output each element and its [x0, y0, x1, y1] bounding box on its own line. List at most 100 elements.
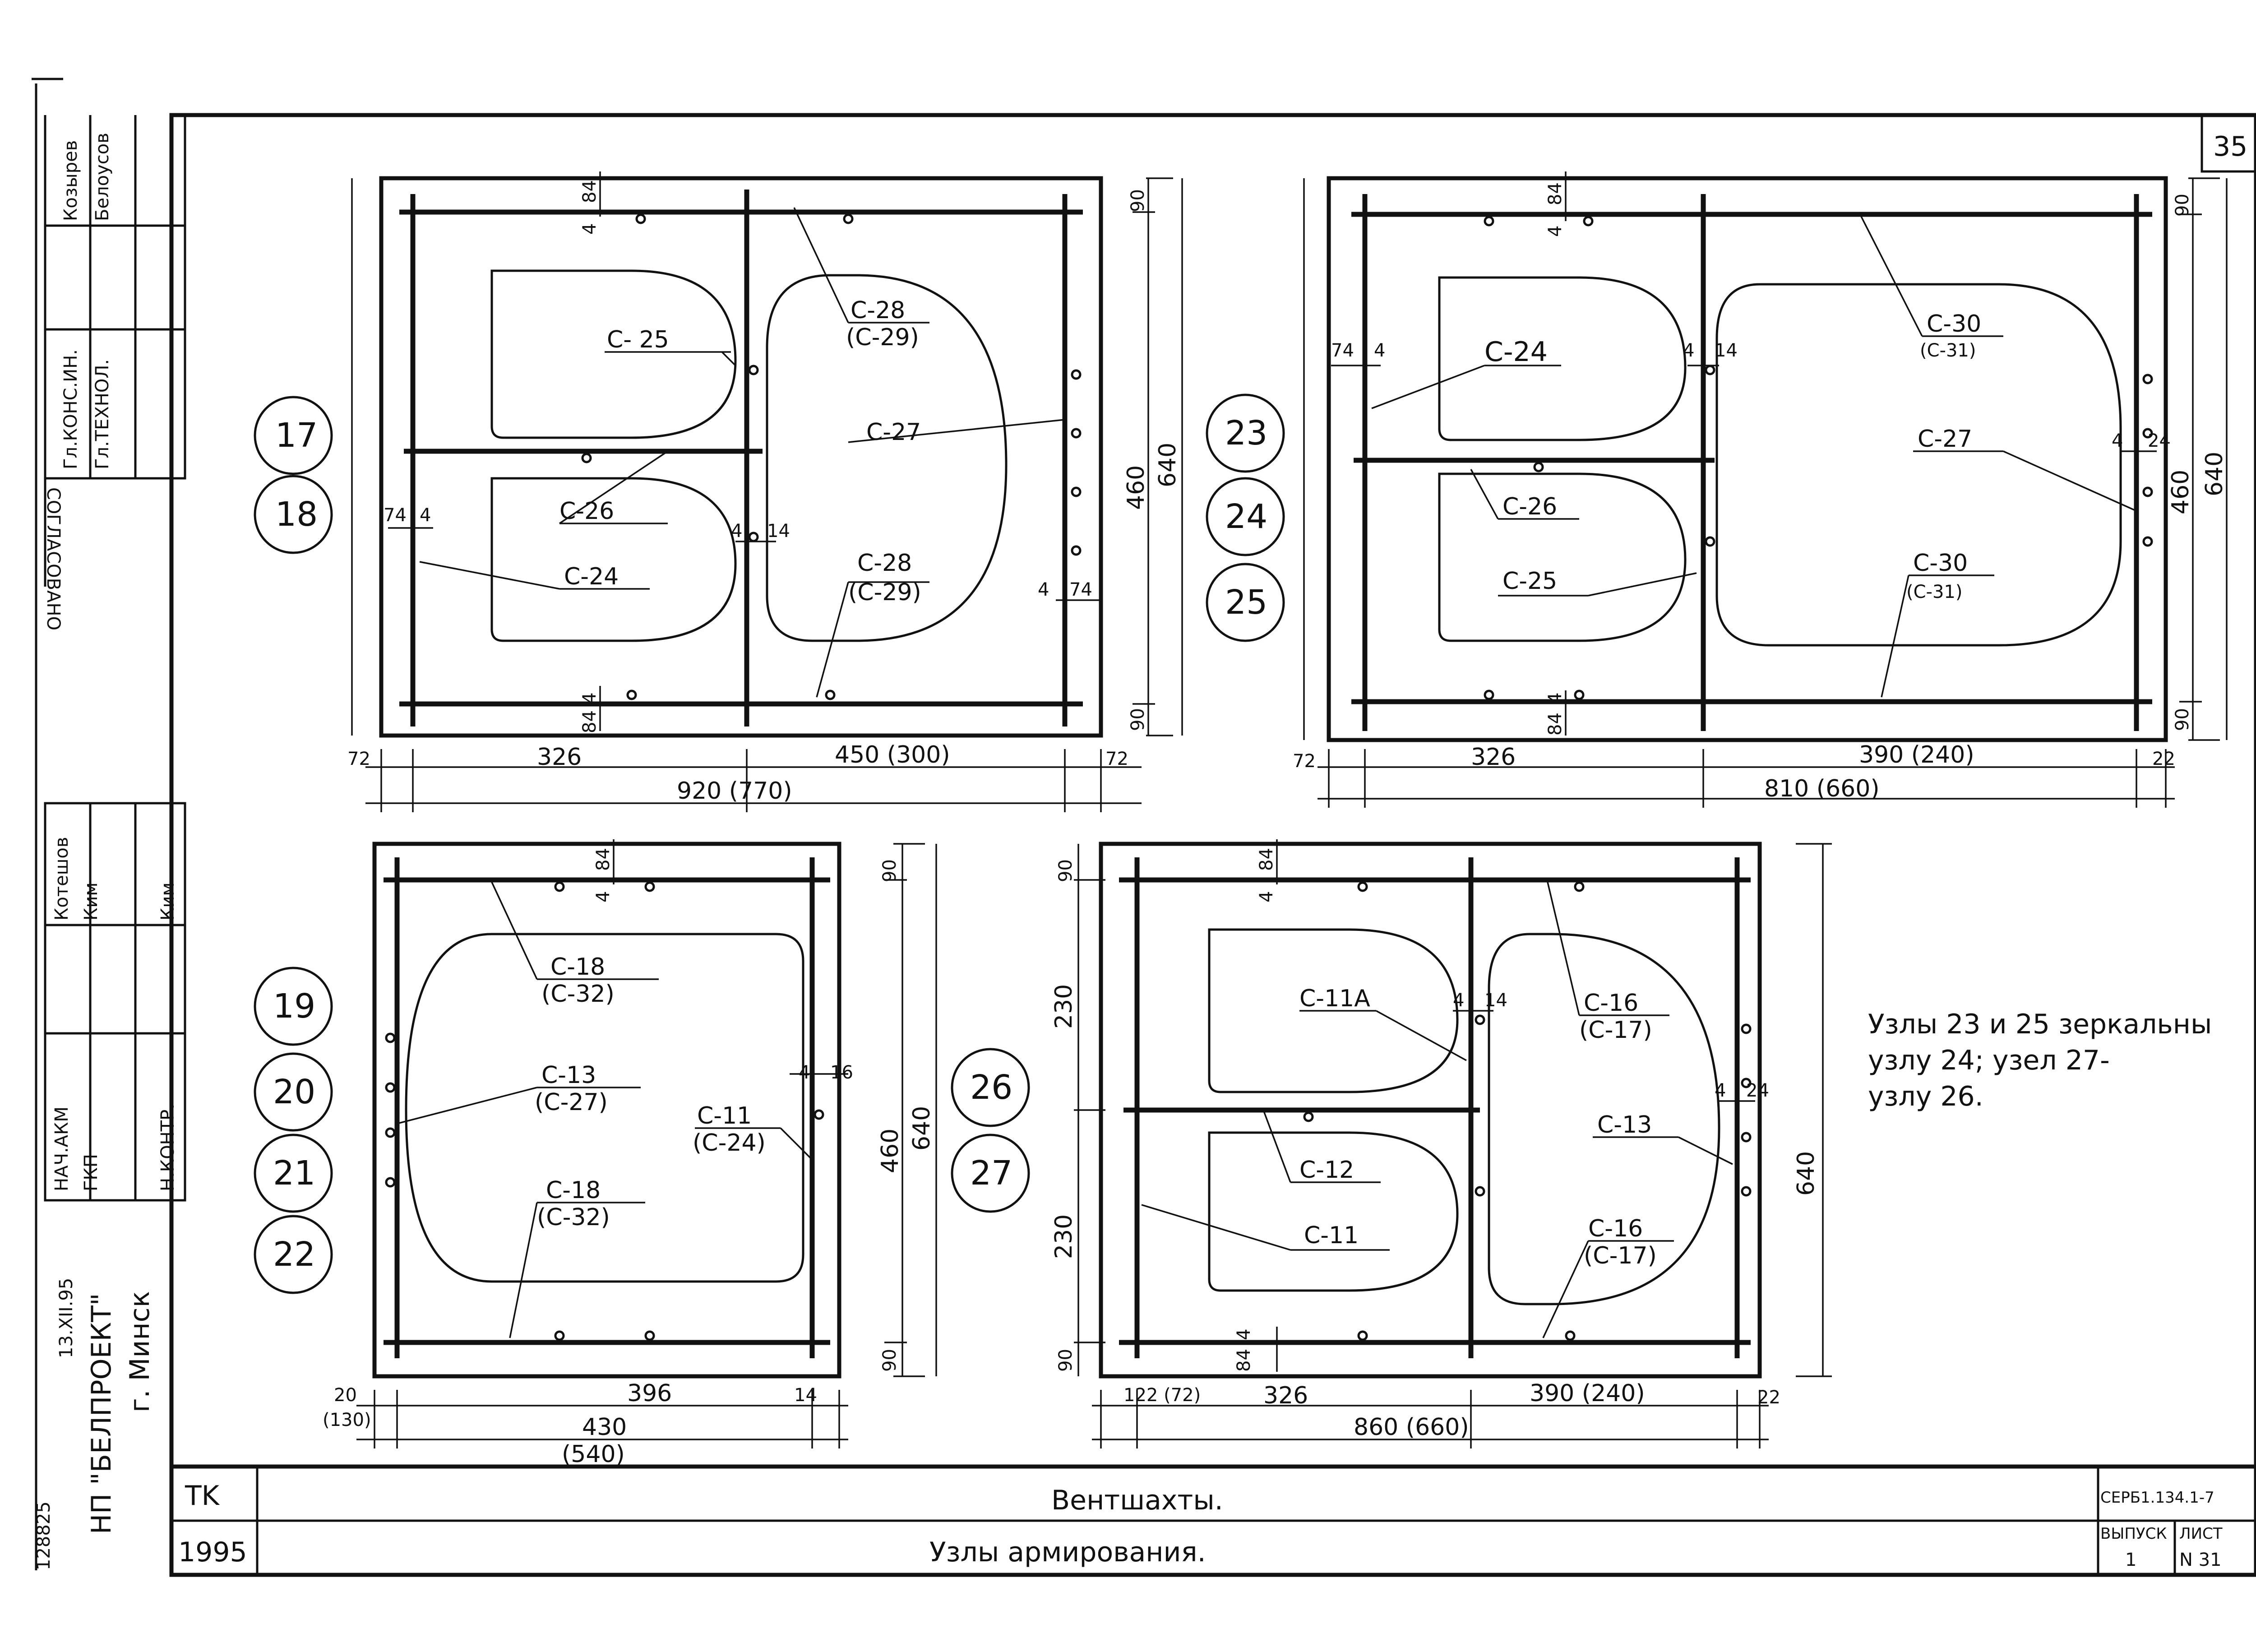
stamp-org-name: НП "БЕЛПРОЕКТ": [86, 1293, 117, 1534]
title-issue-value: 1: [2125, 1550, 2136, 1570]
p3-dim-d5: 430: [582, 1414, 627, 1441]
node-18: 18: [275, 495, 318, 534]
p3-label-c24: (С-24): [693, 1129, 766, 1157]
p3-label-c27: (С-27): [535, 1089, 608, 1116]
node-25: 25: [1225, 583, 1267, 622]
p3-dim-d6: 90: [879, 859, 900, 882]
p2-dim-d1: 72: [1293, 751, 1316, 772]
stamp-date: 13.XII.95: [56, 1278, 77, 1358]
p4-dim-d10: 84: [1256, 848, 1277, 871]
p4-dim-d9: 90: [1055, 1349, 1076, 1372]
sheet-frame: [32, 78, 2256, 1577]
p2-dim-d5: 810 (660): [1764, 775, 1880, 802]
p1-dim-d17: 74: [1069, 579, 1092, 600]
p1-dim-d3: 450 (300): [835, 741, 950, 768]
p1-label-c26: С-26: [559, 498, 614, 525]
p2-dim-d3: 390 (240): [1859, 741, 1974, 768]
p2-dim-d4: 22: [2152, 749, 2175, 769]
node-22: 22: [273, 1235, 315, 1274]
panel-3-nodes: 19 20 21 22: [254, 967, 333, 1294]
p3-dim-d5b: (540): [562, 1441, 625, 1468]
p4-dim-d7b: 230: [1050, 1214, 1077, 1259]
p4-label-c17b: (С-17): [1584, 1242, 1657, 1269]
p4-label-c13: С-13: [1597, 1111, 1652, 1138]
p4-dim-d5: 860 (660): [1354, 1414, 1469, 1441]
p1-label-c28b: С-28: [857, 550, 912, 577]
p1-label-c29a: (С-29): [846, 324, 919, 351]
title-block: [171, 1464, 2256, 1575]
p2-dim-d12: 74: [1331, 340, 1354, 361]
p2-dim-d8: 640: [2201, 452, 2228, 496]
p2-dim-d15: 14: [1715, 340, 1738, 361]
panel-1: [351, 171, 1183, 812]
p1-dim-d1: 72: [347, 749, 370, 769]
p2-dim-d10: 84: [1545, 182, 1566, 205]
p4-dim-d4: 22: [1757, 1387, 1780, 1408]
p1-dim-d10: 84: [579, 180, 600, 203]
panel-2: [1303, 171, 2228, 808]
p3-label-c18b: С-18: [546, 1177, 601, 1204]
p1-dim-d7: 460: [1123, 465, 1150, 510]
node-19: 19: [273, 987, 315, 1026]
title-sheet-label: ЛИСТ: [2179, 1525, 2223, 1543]
p3-dim-d2: 396: [627, 1380, 672, 1407]
p4-dim-d18: 84: [1234, 1349, 1254, 1372]
side-stamp: [44, 115, 186, 1202]
p2-dim-d14: 4: [1683, 340, 1694, 361]
node-21: 21: [273, 1154, 315, 1193]
p2-dim-d7: 460: [2167, 470, 2194, 514]
p3-dim-d16: 4: [799, 1062, 810, 1083]
node-17: 17: [275, 416, 318, 455]
p1-dim-d5: 920 (770): [677, 777, 792, 805]
p2-dim-d16: 4: [2112, 430, 2123, 451]
stamp-role-4: ГКП: [81, 1154, 102, 1191]
p3-dim-d8: 640: [908, 1106, 935, 1151]
panel-2-nodes: 23 24 25: [1206, 393, 1285, 642]
p3-label-c32b: (С-32): [537, 1204, 610, 1231]
panel-2-labels: С-24 С-30 (С-31) С-27 С-26 С-25 С-30 (С-…: [1293, 182, 2228, 802]
sheet-number: 35: [2213, 131, 2247, 162]
p2-dim-d6: 90: [2172, 194, 2193, 217]
node-27: 27: [970, 1154, 1012, 1193]
p4-dim-d3: 390 (240): [1530, 1380, 1645, 1407]
p4-label-c16b: С-16: [1588, 1215, 1643, 1242]
stamp-name-1: Козырев: [60, 140, 81, 221]
p4-dim-d2: 326: [1263, 1382, 1308, 1409]
stamp-name-3: Котешов: [51, 837, 72, 921]
p3-dim-d10: 84: [593, 848, 614, 871]
note-line-3: узлу 26.: [1868, 1081, 1983, 1112]
title-issue-label: ВЫПУСК: [2100, 1525, 2167, 1543]
p2-dim-d17: 24: [2148, 430, 2171, 451]
p2-dim-d13: 4: [1374, 340, 1385, 361]
p3-label-c11: С-11: [697, 1102, 752, 1129]
p4-dim-d11: 4: [1256, 891, 1277, 902]
p3-dim-d17: 16: [830, 1062, 853, 1083]
p4-label-c12: С-12: [1299, 1157, 1354, 1184]
p1-dim-d11: 4: [579, 223, 600, 235]
panel-4-nodes: 26 27: [951, 1048, 1030, 1213]
p1-dim-d15: 14: [767, 521, 790, 541]
p4-label-c11: С-11: [1304, 1222, 1359, 1249]
p3-label-c32a: (С-32): [541, 981, 615, 1008]
title-org-code: TK: [185, 1480, 220, 1512]
stamp-city: г. Минск: [124, 1291, 156, 1412]
p2-dim-d18: 84: [1545, 713, 1566, 736]
stamp-name-4: Ким: [81, 882, 102, 921]
stamp-name-5: Ким: [157, 882, 178, 921]
p3-dim-d11: 4: [593, 891, 614, 902]
p2-label-c24: С-24: [1484, 336, 1548, 368]
p1-dim-d9: 90: [1128, 708, 1148, 731]
p3-label-c18a: С-18: [550, 953, 605, 981]
p2-label-c25: С-25: [1502, 568, 1557, 595]
node-24: 24: [1225, 497, 1267, 536]
p3-dim-d4: 14: [794, 1385, 817, 1406]
p2-dim-d19: 4: [1545, 693, 1566, 704]
node-23: 23: [1225, 414, 1267, 453]
p4-dim-d1: 122 (72): [1123, 1385, 1201, 1406]
node-20: 20: [273, 1073, 315, 1111]
title-main: Вентшахты.: [1051, 1485, 1223, 1516]
p4-dim-d15b: 14: [1484, 990, 1507, 1011]
p2-dim-d11: 4: [1545, 226, 1566, 237]
p4-dim-d8: 640: [1793, 1151, 1820, 1196]
node-26: 26: [970, 1068, 1012, 1107]
